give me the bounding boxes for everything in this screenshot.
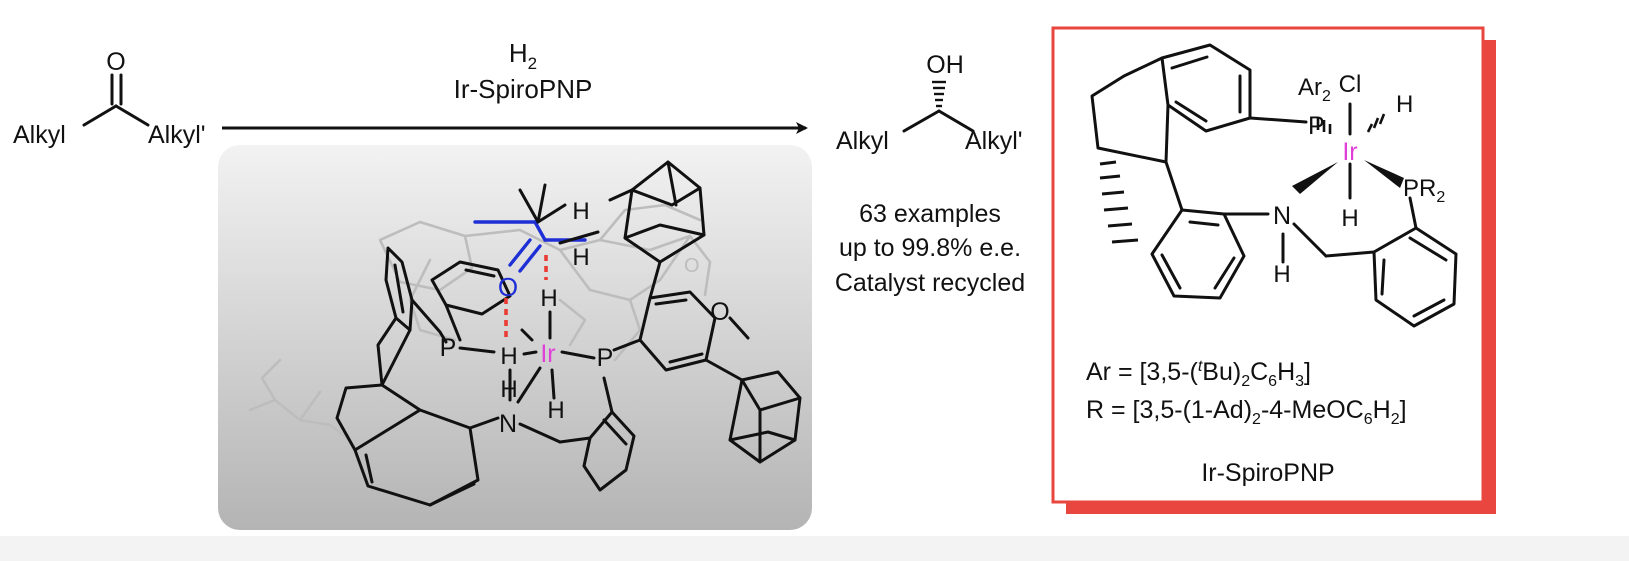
catalyst-pr-subscript: 2 [1436, 189, 1445, 206]
ar-def-sub2: 6 [1268, 373, 1277, 390]
catalyst-ar-subscript: 2 [1322, 88, 1331, 105]
reagent-symbol: H [509, 38, 528, 68]
model-p-right: P [597, 344, 614, 372]
catalyst-h-right: H [1396, 91, 1413, 118]
model-p-left: P [440, 334, 457, 362]
r-def-h: H [1373, 396, 1391, 424]
bound-ketone [473, 183, 600, 273]
model-nitrogen: N [499, 410, 517, 438]
model-h-bridge: H [500, 343, 517, 370]
model-iridium: Ir [540, 340, 555, 368]
model-adamantyl-h-bottom: H [572, 244, 589, 271]
r-def-sub3: 2 [1391, 411, 1400, 428]
model-oxygen: O [498, 272, 518, 302]
catalyst-cl: Cl [1339, 71, 1362, 98]
ketone-substrate: O Alkyl Alkyl' [13, 48, 206, 149]
catalyst-h-axial: H [1341, 205, 1358, 232]
right-aryl-adamantyl [608, 160, 802, 464]
ar-definition: Ar = [3,5-(tBu)2C6H3] [1086, 358, 1311, 390]
ghost-structures: O [248, 203, 712, 442]
r-def-mid: -4-MeOC [1261, 396, 1364, 424]
r-def-end: ] [1400, 396, 1407, 424]
r-def-prefix: R = [3,5-(1-Ad) [1086, 396, 1252, 424]
model-nh: H [500, 376, 517, 403]
catalyst-ar-symbol: Ar [1298, 74, 1322, 101]
catalyst-nh: H [1273, 261, 1290, 288]
r-def-sub1: 2 [1252, 411, 1261, 428]
model-h-top: H [540, 285, 557, 312]
model-adamantyl-h-top: H [572, 198, 589, 225]
ar-def-sub3: 3 [1295, 373, 1304, 390]
result-examples: 63 examples [859, 200, 1001, 228]
spiro-backbone-3d [335, 246, 500, 507]
product-left-group: Alkyl [836, 127, 889, 155]
ar-def-bu: Bu) [1202, 358, 1241, 386]
ghost-oxygen: O [684, 255, 700, 277]
catalyst-ir: Ir [1342, 138, 1357, 166]
upper-aryl-ring [430, 260, 512, 342]
ar-def-c: C [1250, 358, 1268, 386]
hashed-wedge [932, 80, 946, 108]
reagent-subscript: 2 [528, 54, 537, 73]
catalyst-p: P [1308, 112, 1325, 140]
r-definition: R = [3,5-(1-Ad)2-4-MeOC6H2] [1086, 396, 1407, 428]
box-frame [1051, 26, 1485, 504]
spiro-dashed-ring [1099, 160, 1139, 244]
product-hydroxyl: OH [926, 51, 964, 79]
ar-def-h: H [1277, 358, 1295, 386]
bottom-strip [0, 536, 1629, 561]
ir-core-bonds [458, 310, 642, 492]
ketone-oxygen: O [106, 48, 125, 76]
ar-def-tert: t [1198, 358, 1203, 375]
model-h-bottom: H [547, 397, 564, 424]
ar-def-end: ] [1304, 358, 1311, 386]
catalyst-skeleton [1090, 43, 1458, 328]
transition-state-model: O [218, 145, 812, 530]
r-def-sub2: 6 [1364, 411, 1373, 428]
catalyst-label: Ir-SpiroPNP [454, 74, 593, 104]
result-ee: up to 99.8% e.e. [839, 234, 1021, 262]
ar-def-prefix: Ar = [3,5-( [1086, 358, 1199, 386]
product-right-group: Alkyl' [965, 127, 1023, 155]
result-recycled: Catalyst recycled [835, 269, 1025, 297]
reagent-label: H2 [509, 38, 537, 73]
catalyst-n: N [1273, 202, 1291, 230]
catalyst-name: Ir-SpiroPNP [1201, 459, 1334, 487]
ar-def-sub1: 2 [1241, 373, 1250, 390]
ketone-right-group: Alkyl' [148, 121, 206, 149]
catalyst-ar2: Ar2 [1298, 74, 1331, 105]
ir-coordination [1292, 102, 1404, 200]
catalyst-structure-box: Ar2 P Cl Ir H H PR2 N H Ar = [3,5-(tBu)2… [1051, 26, 1496, 514]
alcohol-product: OH Alkyl Alkyl' [836, 51, 1023, 155]
catalyst-pr-symbol: PR [1403, 175, 1436, 202]
ketone-left-group: Alkyl [13, 121, 66, 149]
catalyst-pr2: PR2 [1403, 175, 1445, 206]
model-panel-background [218, 145, 812, 530]
model-methoxy-o: O [710, 298, 729, 326]
